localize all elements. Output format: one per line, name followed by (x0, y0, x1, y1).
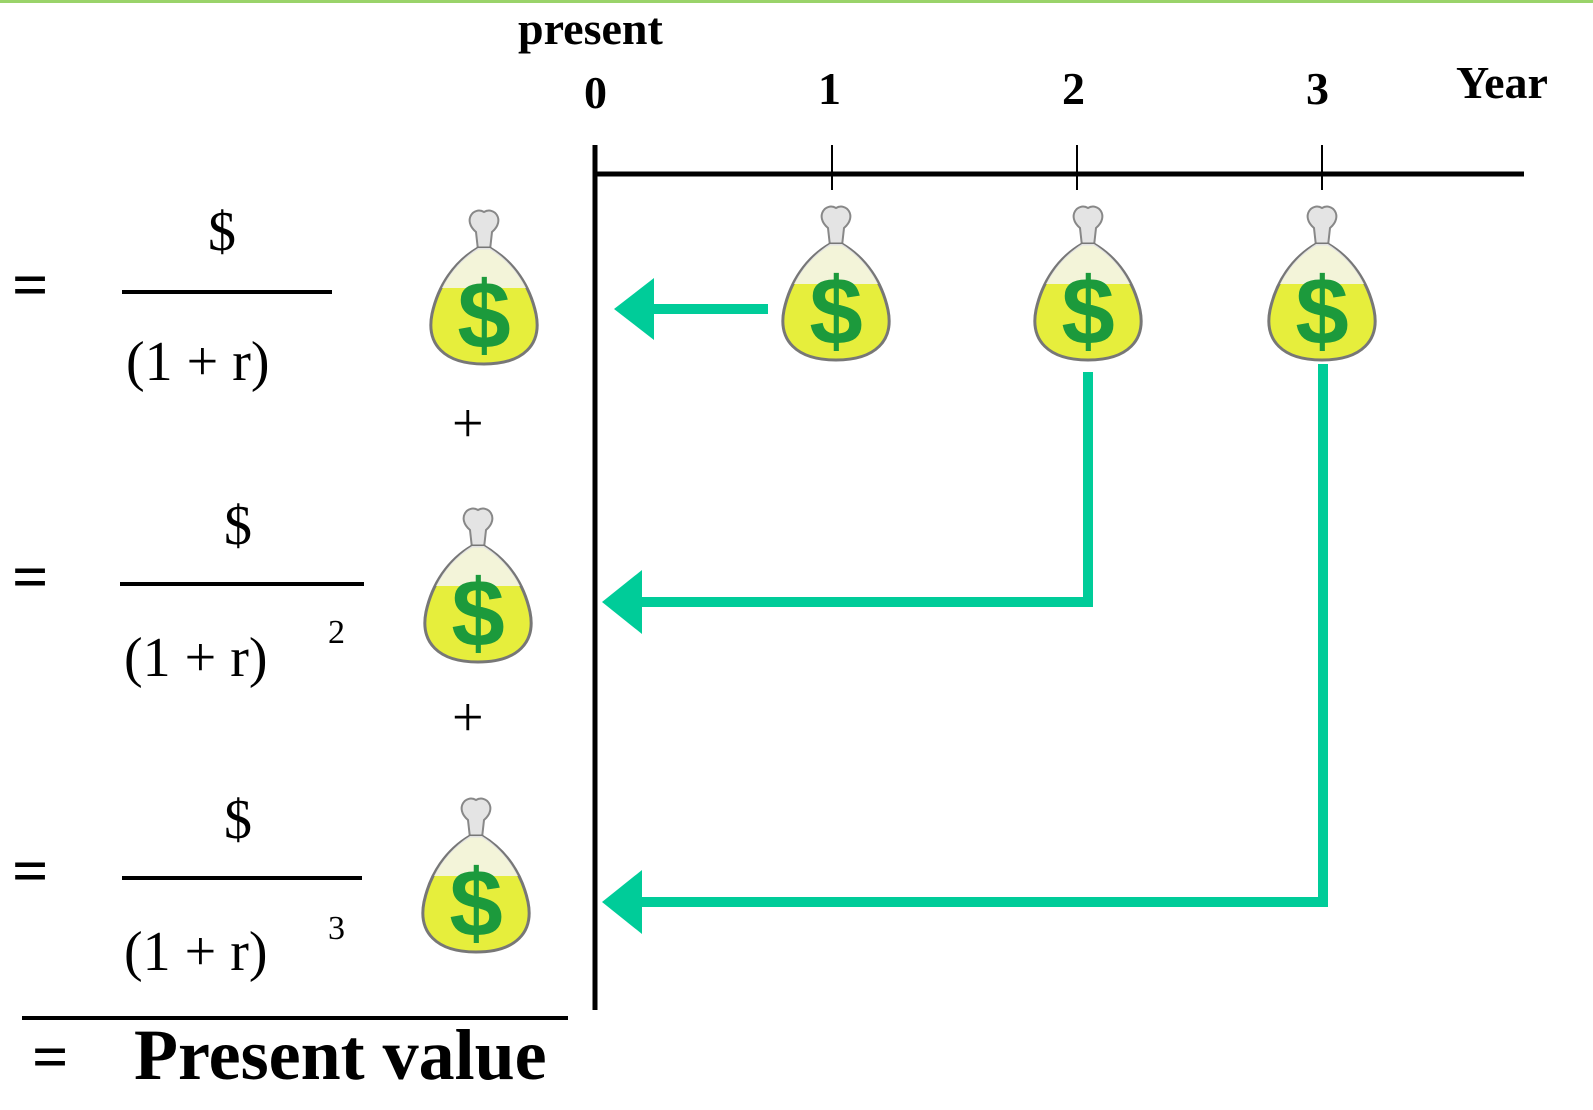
arrow-left-icon (614, 278, 654, 340)
discount-arrow-3 (602, 364, 1328, 934)
result-equals-sign: = (32, 1021, 69, 1092)
numerator-2: $ (224, 495, 252, 557)
fraction-bar-3 (122, 876, 362, 880)
year-label: Year (1456, 57, 1548, 108)
present-value-label: Present value (134, 1015, 547, 1095)
tick-label-0: 0 (584, 67, 607, 118)
equals-sign-1: = (12, 249, 49, 320)
denominator-text-2: (1 + r) (124, 627, 268, 689)
money-bag-icon (429, 209, 539, 371)
money-bag-icon (781, 205, 891, 367)
tick-label-3: 3 (1306, 63, 1329, 114)
exponent-2: 2 (328, 614, 345, 651)
exponent-3: 3 (328, 910, 345, 947)
arrow-left-icon (602, 870, 642, 934)
discount-arrow-1 (614, 278, 768, 340)
sum-rule (22, 1016, 568, 1020)
tick-label-1: 1 (818, 63, 841, 114)
top-rule (0, 0, 1593, 3)
present-label: present (518, 3, 663, 54)
plus-sign-1: + (452, 393, 484, 455)
money-bag-icon (423, 507, 533, 669)
plus-sign-2: + (452, 687, 484, 749)
discount-arrow-2 (602, 372, 1093, 634)
money-bag-icon (1267, 205, 1377, 367)
equals-sign-3: = (12, 835, 49, 906)
denominator-text-1: (1 + r) (126, 331, 270, 393)
fraction-bar-1 (122, 290, 332, 294)
denominator-2: (1 + r) (124, 626, 268, 690)
denominator-1: (1 + r) (126, 330, 270, 394)
arrow-left-icon (602, 570, 642, 634)
numerator-3: $ (224, 789, 252, 851)
numerator-1: $ (208, 201, 236, 263)
denominator-text-3: (1 + r) (124, 921, 268, 983)
money-bag-icon (1033, 205, 1143, 367)
money-bag-icon (421, 797, 531, 959)
equals-sign-2: = (12, 541, 49, 612)
fraction-bar-2 (120, 582, 364, 586)
denominator-3: (1 + r) (124, 920, 268, 984)
tick-label-2: 2 (1062, 63, 1085, 114)
